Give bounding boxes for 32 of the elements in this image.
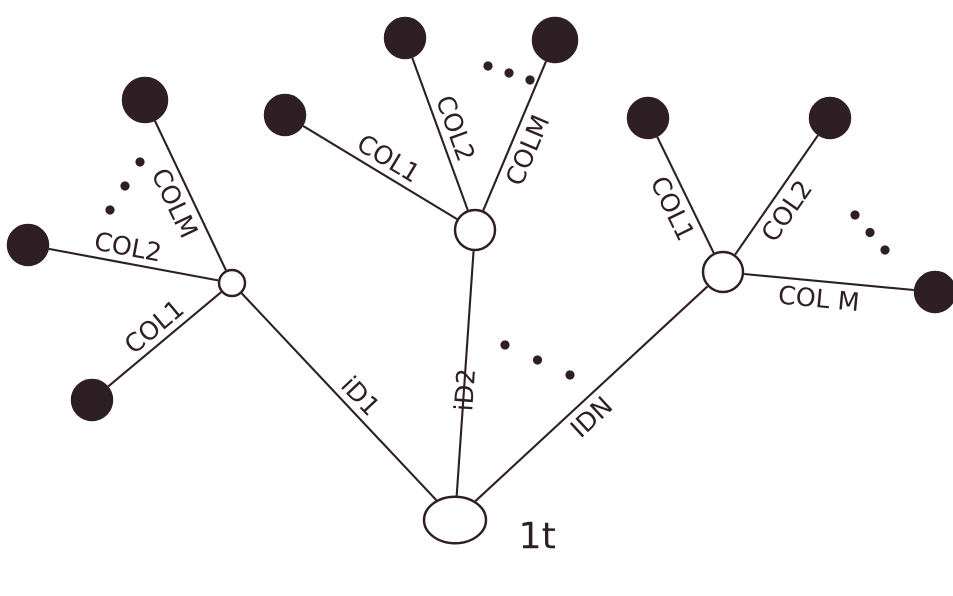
leaf-dot	[532, 16, 578, 64]
leaf-dot	[384, 16, 426, 60]
node-circle	[454, 208, 496, 252]
edge-label: COLM	[507, 114, 549, 184]
connector-line	[302, 125, 458, 220]
connector-line	[482, 61, 547, 211]
leaf-dot	[122, 76, 168, 124]
node-circle	[422, 496, 488, 544]
node-circle	[702, 250, 744, 294]
connector-line	[241, 292, 438, 501]
leaf-dot	[264, 94, 306, 136]
edge-label: COL1	[653, 178, 694, 241]
connector-line	[48, 248, 218, 282]
connector-line	[656, 136, 715, 254]
node-caption: 1t	[522, 522, 556, 548]
edge-label: COL M	[780, 286, 858, 311]
connector-line	[456, 251, 475, 496]
leaf-dot	[70, 378, 114, 422]
node-circle	[218, 268, 246, 298]
leaf-dot	[6, 224, 50, 266]
connector-line	[734, 134, 819, 256]
connector-line	[154, 120, 227, 271]
leaf-dot	[914, 270, 953, 314]
edge-label: iD1	[341, 375, 378, 416]
leaf-dot	[808, 96, 852, 140]
connector-line	[474, 286, 708, 502]
edge-label: IDN	[570, 396, 612, 438]
connector-line	[744, 272, 914, 292]
connector-line	[411, 58, 469, 210]
edge-label: COL2	[438, 96, 474, 161]
connector-line	[108, 291, 222, 388]
leaf-dot	[626, 96, 670, 140]
